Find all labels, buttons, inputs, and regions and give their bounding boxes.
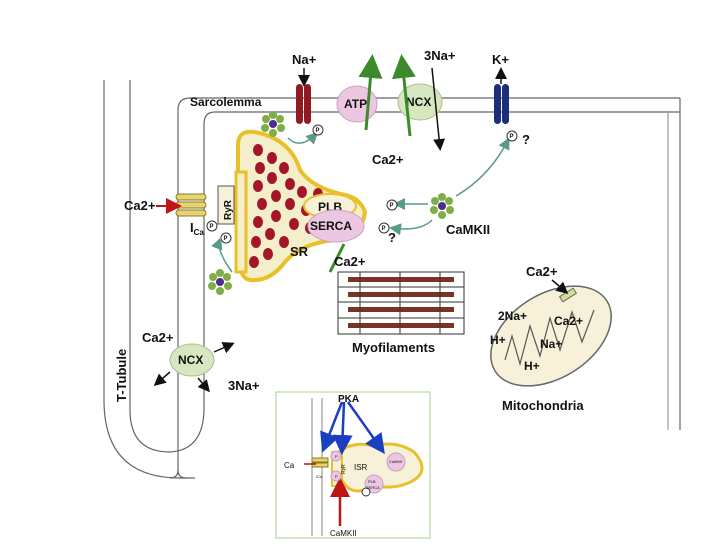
ca-mito-in-arrow: [551, 279, 569, 294]
ncx-bottom: [169, 343, 215, 377]
ryr-receptor: RyR: [217, 185, 235, 225]
h-plus-1-label: H+: [490, 333, 506, 347]
ica-label: ICa: [190, 220, 204, 237]
inset-ca-label: Ca: [284, 461, 295, 470]
ncx-bottom-label: NCX: [178, 353, 203, 367]
ca-left-label: Ca2+: [124, 198, 156, 213]
ncx-top: [397, 83, 443, 121]
ncx-na-arrow-bottom: [197, 377, 210, 393]
na-label: Na+: [292, 52, 317, 67]
sarcolemma-membrane: [103, 80, 681, 479]
ncx-ca-out-arrow: [391, 54, 416, 137]
camkii-cluster-right: [430, 193, 454, 219]
phospho-na: [312, 124, 324, 136]
svg-text:P: P: [510, 134, 514, 140]
na-channel: [296, 84, 311, 124]
svg-text:P: P: [382, 226, 386, 232]
junctional-sr: [234, 170, 248, 274]
inset-panel: [275, 391, 431, 539]
phospho-plb: [386, 199, 398, 211]
serca-pump: [307, 209, 365, 243]
phospho-ica: P P: [206, 220, 232, 244]
camkii-to-ica-arrow: [211, 237, 233, 273]
camkii-to-serca-arrow: [389, 219, 433, 236]
h-plus-2-label: H+: [524, 359, 540, 373]
inset-ica-label: ICa: [316, 474, 323, 479]
ryr-label: RyR: [223, 199, 234, 220]
svg-text:P: P: [224, 236, 228, 242]
ca-mid-label: Ca2+: [372, 152, 404, 167]
k-label: K+: [492, 52, 509, 67]
sarcoplasmic-reticulum: [234, 129, 368, 283]
myofilaments-label: Myofilaments: [352, 340, 435, 355]
inset-plb-label: PLB: [368, 479, 376, 484]
serca-ca-uptake: [328, 243, 346, 273]
mitochondria-label: Mitochondria: [502, 398, 584, 413]
inset-pka-label: PKA: [338, 394, 359, 405]
two-na-label: 2Na+: [498, 309, 527, 323]
question-serca: ?: [388, 230, 396, 245]
atp-ca-out-arrow: [358, 54, 383, 131]
l-type-ca-channel: [175, 193, 207, 217]
inset-p1: P: [335, 454, 338, 459]
three-na-bottom-label: 3Na+: [228, 378, 260, 393]
sarcolemma-label: Sarcolemma: [190, 95, 262, 109]
t-tubule-label: T-Tubule: [114, 349, 129, 402]
inset-camkii-small-label: CaMKII: [389, 459, 402, 464]
inset-isr-label: ISR: [354, 463, 368, 472]
sr-outline: [236, 129, 368, 283]
ncx-na-in-arrow: [431, 67, 446, 151]
myofilaments: [337, 271, 465, 335]
camkii-to-nach-arrow: [287, 131, 319, 145]
ncx-ca-out-arrow-bottom: [213, 342, 235, 354]
phospho-serca: [378, 222, 390, 234]
ca-myo-label: Ca2+: [334, 254, 366, 269]
inset-camkii-label: CaMKII: [330, 529, 357, 538]
na-mito-label: Na+: [540, 337, 562, 351]
three-na-top-label: 3Na+: [424, 48, 456, 63]
k-channel: [494, 84, 509, 124]
mitochondrion: [490, 285, 612, 387]
question-k: ?: [522, 132, 530, 147]
ca-bottom-label: Ca2+: [142, 330, 174, 345]
inset-serca-label: SERCA: [366, 485, 380, 490]
camkii-to-k-arrow: [455, 137, 510, 197]
sr-label: SR: [290, 244, 309, 259]
svg-text:P: P: [390, 203, 394, 209]
serca-label: SERCA: [310, 219, 352, 233]
svg-text:P: P: [316, 128, 320, 134]
inset-ryr-label: RyR: [341, 464, 347, 474]
ca-mito-in-label: Ca2+: [554, 314, 583, 328]
inset-p2: P: [335, 474, 338, 479]
atp-label: ATP: [344, 97, 367, 111]
camkii-label: CaMKII: [446, 222, 490, 237]
svg-text:P: P: [210, 224, 214, 230]
ca-mito-label: Ca2+: [526, 264, 558, 279]
camkii-cluster-left: [208, 269, 232, 295]
ncx-top-label: NCX: [406, 95, 431, 109]
phospho-k: [506, 130, 518, 142]
ncx-na-arrow-bottom-left: [153, 371, 171, 386]
